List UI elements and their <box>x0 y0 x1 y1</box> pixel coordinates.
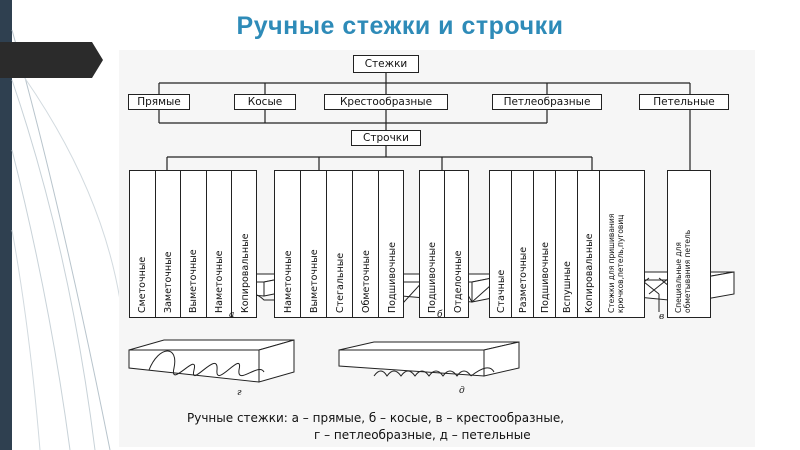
figure-caption-line1: Ручные стежки: а – прямые, б – косые, в … <box>187 411 565 425</box>
seam-item: Вспушные <box>556 171 578 317</box>
seam-item: Наметочные <box>275 171 301 317</box>
group-straight-seams: Сметочные Заметочные Выметочные Наметочн… <box>129 170 257 318</box>
seam-item: Стачные <box>490 171 512 317</box>
figure-letter-d: г <box>237 388 242 398</box>
seam-item: Выметочные <box>181 171 207 317</box>
title-arrow-shape <box>0 42 103 78</box>
seam-item: Сметочные <box>130 171 156 317</box>
figure-caption-line2: г – петлеобразные, д – петельные <box>314 428 531 442</box>
seam-item: Копировальные <box>240 233 252 313</box>
seam-item: Разметочные <box>512 171 534 317</box>
seam-item: Подшивочные <box>534 171 556 317</box>
seam-item: Подшивочные <box>420 171 445 317</box>
type-straight-box: Прямые <box>128 94 190 110</box>
figure-e-drawing <box>338 341 520 377</box>
group-slanted-seams: Наметочные Выметочные Стегальные Обметоч… <box>274 170 404 318</box>
seam-item: Стежки для пришивания крючков,петель,пуг… <box>607 213 625 313</box>
seam-item: Подшивочные <box>387 242 398 313</box>
root-stitches-box: Стежки <box>353 55 419 73</box>
seam-item: Специальные для обметывания петель <box>674 229 692 313</box>
seam-item: Стегальные <box>327 171 353 317</box>
sidebar-strip <box>0 0 12 450</box>
group-buttonhole-seams: Специальные для обметывания петель <box>667 170 711 318</box>
sub-root-seams-box: Строчки <box>351 130 421 146</box>
page-title: Ручные стежки и строчки <box>236 12 564 40</box>
seam-item: Наметочные <box>207 171 233 317</box>
seam-item: Выметочные <box>301 171 327 317</box>
group-loop-seams: Стачные Разметочные Подшивочные Вспушные… <box>489 170 645 318</box>
group-cross-seams: Подшивочные Отделочные <box>419 170 469 318</box>
stitch-classification-diagram: Стежки Прямые Косые Крестообразные Петле… <box>119 50 755 447</box>
type-loop-box: Петлеобразные <box>492 94 602 110</box>
type-cross-box: Крестообразные <box>324 94 448 110</box>
figure-letter-e: д <box>459 386 465 396</box>
seam-item: Копировальные <box>578 171 600 317</box>
figure-letter-c: в <box>659 312 665 322</box>
type-buttonhole-box: Петельные <box>639 94 729 110</box>
type-slanted-box: Косые <box>234 94 296 110</box>
seam-item: Заметочные <box>156 171 182 317</box>
decorative-curves <box>11 29 121 450</box>
seam-item: Обметочные <box>353 171 379 317</box>
seam-item: Отделочные <box>452 250 464 313</box>
figure-letter-a: а <box>229 310 235 320</box>
figure-letter-b: б <box>437 310 443 320</box>
figure-d-drawing <box>128 339 295 383</box>
